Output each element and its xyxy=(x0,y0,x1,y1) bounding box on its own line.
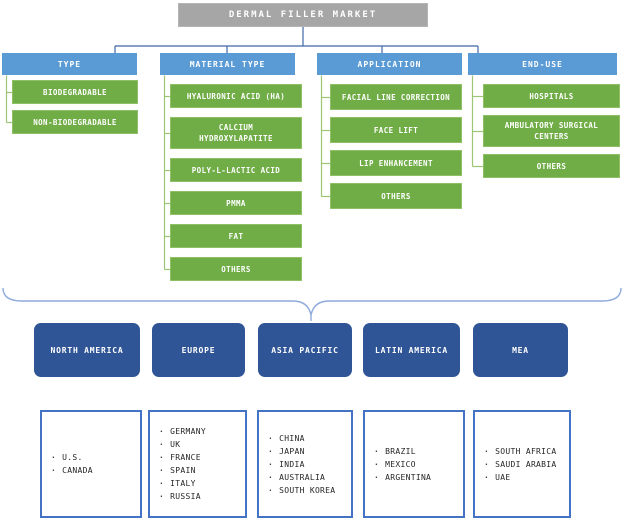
curly-brace xyxy=(2,287,622,321)
country-item-germany: · GERMANY xyxy=(159,425,206,438)
segment-item-hyaluronic-acid-ha: HYALURONIC ACID (HA) xyxy=(170,84,302,108)
country-item-south-korea: · SOUTH KOREA xyxy=(268,484,335,497)
country-label: ARGENTINA xyxy=(385,472,432,482)
segment-item-pmma: PMMA xyxy=(170,191,302,215)
root-node-label: DERMAL FILLER MARKET xyxy=(228,10,378,20)
country-label: ITALY xyxy=(170,479,196,488)
bullet-icon: · xyxy=(374,446,380,456)
segment-column-application: FACIAL LINE CORRECTION FACE LIFT LIP ENHAN… xyxy=(330,84,462,209)
bullet-icon: · xyxy=(159,440,165,449)
country-label: INDIA xyxy=(279,459,305,469)
country-label: GERMANY xyxy=(170,427,206,436)
country-item-brazil: · BRAZIL xyxy=(374,445,416,458)
country-label: SOUTH KOREA xyxy=(279,485,336,495)
country-label: U.S. xyxy=(62,453,83,462)
segment-item-face-lift: FACE LIFT xyxy=(330,117,462,143)
bullet-icon: · xyxy=(159,466,165,475)
country-item-uae: · UAE xyxy=(484,471,510,484)
segment-column-type: BIODEGRADABLE NON-BIODEGRADABLE xyxy=(12,80,138,134)
country-item-australia: · AUSTRALIA xyxy=(268,471,325,484)
bullet-icon: · xyxy=(268,446,274,456)
country-item-uk: · UK xyxy=(159,438,180,451)
segment-header-type: TYPE xyxy=(2,53,137,75)
country-label: SPAIN xyxy=(170,466,196,475)
country-item-south-africa: · SOUTH AFRICA xyxy=(484,445,557,458)
country-label: SAUDI ARABIA xyxy=(495,459,557,469)
segment-item-facial-line-correction: FACIAL LINE CORRECTION xyxy=(330,84,462,110)
segment-column-end-use: HOSPITALS AMBULATORY SURGICAL CENTERS OTHE… xyxy=(483,84,620,178)
country-panel-mea: · SOUTH AFRICA · SAUDI ARABIA · UAE xyxy=(473,410,571,518)
bullet-icon: · xyxy=(484,446,490,456)
bullet-icon: · xyxy=(374,472,380,482)
bullet-icon: · xyxy=(159,427,165,436)
region-box-asia-pacific: ASIA PACIFIC xyxy=(258,323,352,377)
segment-item-non-biodegradable: NON-BIODEGRADABLE xyxy=(12,110,138,134)
country-label: UK xyxy=(170,440,181,449)
bullet-icon: · xyxy=(51,466,57,475)
bullet-icon: · xyxy=(159,453,165,462)
region-box-europe: EUROPE xyxy=(152,323,245,377)
country-item-india: · INDIA xyxy=(268,458,305,471)
bullet-icon: · xyxy=(484,459,490,469)
segment-item-hospitals: HOSPITALS xyxy=(483,84,620,108)
bullet-icon: · xyxy=(51,453,57,462)
country-label: CANADA xyxy=(62,466,93,475)
country-item-u-s: · U.S. xyxy=(51,451,83,464)
top-tree-connector xyxy=(114,27,479,53)
region-box-mea: MEA xyxy=(473,323,568,377)
segment-item-lip-enhancement: LIP ENHANCEMENT xyxy=(330,150,462,176)
region-box-north-america: NORTH AMERICA xyxy=(34,323,140,377)
segment-item-biodegradable: BIODEGRADABLE xyxy=(12,80,138,104)
country-item-canada: · CANADA xyxy=(51,464,93,477)
segment-item-poly-l-lactic-acid: POLY-L-LACTIC ACID xyxy=(170,158,302,182)
bullet-icon: · xyxy=(268,433,274,443)
country-label: UAE xyxy=(495,472,511,482)
country-item-japan: · JAPAN xyxy=(268,445,305,458)
country-item-argentina: · ARGENTINA xyxy=(374,471,431,484)
segment-item-others: OTHERS xyxy=(170,257,302,281)
segment-header-application: APPLICATION xyxy=(317,53,462,75)
segment-header-material-type: MATERIAL TYPE xyxy=(160,53,295,75)
segment-header-end-use: END-USE xyxy=(468,53,617,75)
country-item-spain: · SPAIN xyxy=(159,464,196,477)
country-label: RUSSIA xyxy=(170,492,201,501)
country-label: CHINA xyxy=(279,433,305,443)
bullet-icon: · xyxy=(268,472,274,482)
region-box-latin-america: LATIN AMERICA xyxy=(363,323,460,377)
segment-item-fat: FAT xyxy=(170,224,302,248)
segment-item-calcium-hydroxylapatite: CALCIUM HYDROXYLAPATITE xyxy=(170,117,302,149)
country-item-italy: · ITALY xyxy=(159,477,196,490)
country-item-saudi-arabia: · SAUDI ARABIA xyxy=(484,458,557,471)
bullet-icon: · xyxy=(268,459,274,469)
country-item-mexico: · MEXICO xyxy=(374,458,416,471)
bullet-icon: · xyxy=(159,479,165,488)
segment-item-others: OTHERS xyxy=(483,154,620,178)
root-node: DERMAL FILLER MARKET xyxy=(178,3,428,27)
segment-item-ambulatory-surgical-centers: AMBULATORY SURGICAL CENTERS xyxy=(483,115,620,147)
bullet-icon: · xyxy=(374,459,380,469)
country-item-france: · FRANCE xyxy=(159,451,201,464)
bullet-icon: · xyxy=(484,472,490,482)
country-label: FRANCE xyxy=(170,453,201,462)
country-label: BRAZIL xyxy=(385,446,416,456)
segment-item-others: OTHERS xyxy=(330,183,462,209)
country-label: JAPAN xyxy=(279,446,305,456)
country-panel-europe: · GERMANY · UK · FRANCE · SPAIN · ITALY · RUSSIA xyxy=(148,410,247,518)
bullet-icon: · xyxy=(159,492,165,501)
country-item-china: · CHINA xyxy=(268,432,305,445)
bullet-icon: · xyxy=(268,485,274,495)
country-panel-asia-pacific: · CHINA · JAPAN · INDIA · AUSTRALIA · SOUTH KOREA xyxy=(257,410,353,518)
country-label: SOUTH AFRICA xyxy=(495,446,557,456)
country-item-russia: · RUSSIA xyxy=(159,490,201,503)
country-label: AUSTRALIA xyxy=(279,472,326,482)
country-panel-north-america: · U.S. · CANADA xyxy=(40,410,142,518)
country-panel-latin-america: · BRAZIL · MEXICO · ARGENTINA xyxy=(363,410,465,518)
country-label: MEXICO xyxy=(385,459,416,469)
segment-column-material-type: HYALURONIC ACID (HA) CALCIUM HYDROXYLAPAT… xyxy=(170,84,302,281)
